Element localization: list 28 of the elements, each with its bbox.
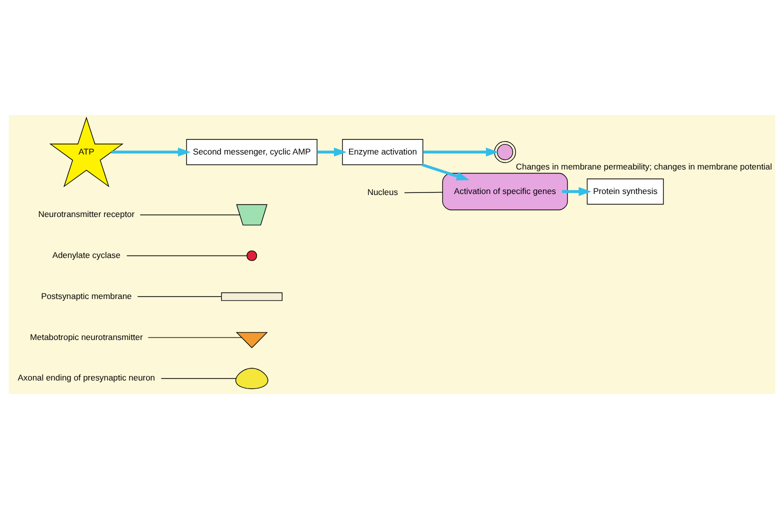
arrow — [111, 148, 191, 157]
node-channel — [494, 141, 516, 163]
connector — [160, 378, 236, 379]
node-box: Protein synthesis — [586, 178, 664, 205]
node-bar — [221, 292, 282, 301]
node-text: Nucleus — [367, 187, 398, 198]
node-text: Metabotropic neurotransmitter — [30, 332, 143, 342]
connector — [140, 214, 240, 216]
node-bulb — [235, 368, 268, 390]
arrow — [422, 148, 499, 157]
node-label: Changes in membrane permeability; changes in membrane potential — [516, 161, 772, 172]
node-circle — [246, 250, 258, 262]
connector — [404, 192, 443, 194]
arrow — [422, 163, 470, 180]
connector — [126, 255, 248, 256]
node-text: Adenylate cyclase — [52, 250, 120, 260]
connector — [137, 296, 222, 298]
node-box: Enzyme activation — [342, 139, 424, 166]
node-text: Postsynaptic membrane — [41, 290, 132, 301]
node-text: Activation of specific genes — [454, 186, 556, 196]
node-text: Neurotransmitter receptor — [38, 209, 135, 220]
arrow — [317, 148, 347, 157]
connector — [148, 337, 242, 338]
node-triangle — [236, 332, 268, 348]
node-text: Axonal ending of presynaptic neuron — [18, 372, 156, 383]
arrow — [562, 187, 592, 196]
node-cup — [236, 204, 268, 226]
node-box: Second messenger, cyclic AMP — [186, 139, 318, 166]
